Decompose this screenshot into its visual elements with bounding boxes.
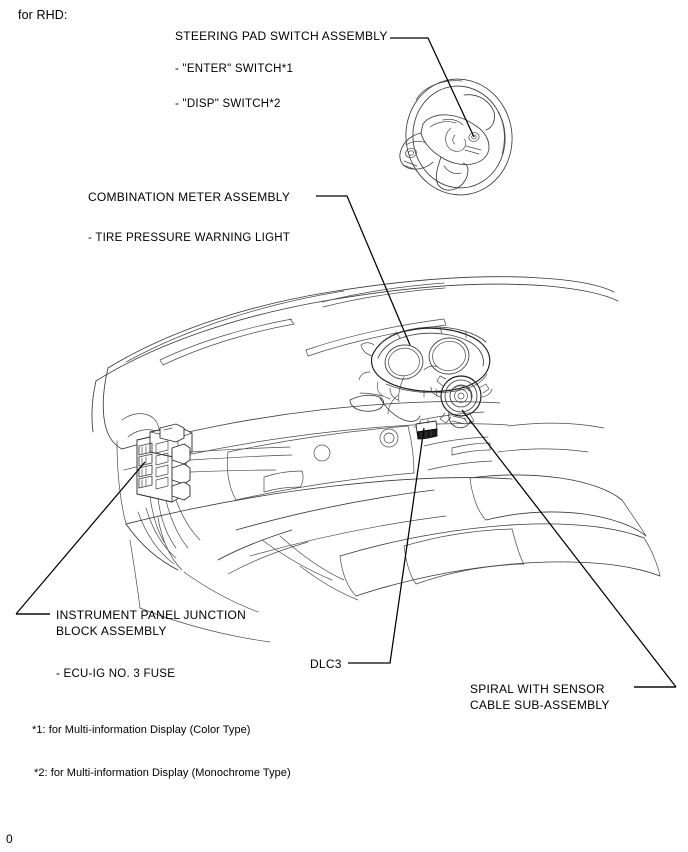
footnote-2: *2: for Multi-information Display (Monoc… bbox=[34, 767, 291, 779]
callout-steering-pad-item-0: - "ENTER" SWITCH*1 bbox=[175, 63, 294, 75]
callout-spiral-cable-title-line1: SPIRAL WITH SENSOR bbox=[470, 682, 605, 696]
spiral-cable-part bbox=[430, 375, 493, 429]
combination-meter-part bbox=[358, 326, 491, 401]
callout-junction-block-item-0: - ECU-IG NO. 3 FUSE bbox=[56, 668, 176, 680]
leader-spiral-cable bbox=[461, 409, 677, 688]
junction-block-part bbox=[136, 423, 293, 549]
callout-combination-meter-item-0: - TIRE PRESSURE WARNING LIGHT bbox=[88, 232, 291, 244]
leader-lines bbox=[15, 37, 677, 688]
instrument-panel-illustration bbox=[91, 276, 661, 643]
leader-steering-pad bbox=[390, 37, 475, 138]
callout-spiral-cable-title-line2: CABLE SUB-ASSEMBLY bbox=[470, 698, 610, 712]
leader-combination-meter bbox=[316, 195, 411, 346]
callout-combination-meter-title: COMBINATION METER ASSEMBLY bbox=[88, 190, 291, 204]
steering-wheel-illustration bbox=[399, 78, 513, 196]
intro-note: for RHD: bbox=[18, 8, 68, 22]
callout-dlc3-title: DLC3 bbox=[310, 657, 342, 671]
callout-steering-pad-item-1: - "DISP" SWITCH*2 bbox=[175, 98, 281, 110]
dlc3-connector-part bbox=[413, 419, 441, 440]
callout-steering-pad-title: STEERING PAD SWITCH ASSEMBLY bbox=[175, 29, 388, 43]
leader-dlc3 bbox=[348, 427, 425, 664]
page-marker: 0 bbox=[6, 832, 13, 846]
callout-junction-block-title-line1: INSTRUMENT PANEL JUNCTION bbox=[56, 608, 247, 622]
footnote-1: *1: for Multi-information Display (Color… bbox=[32, 724, 251, 736]
callout-junction-block-title-line2: BLOCK ASSEMBLY bbox=[56, 624, 167, 638]
leader-junction-block bbox=[15, 461, 146, 615]
